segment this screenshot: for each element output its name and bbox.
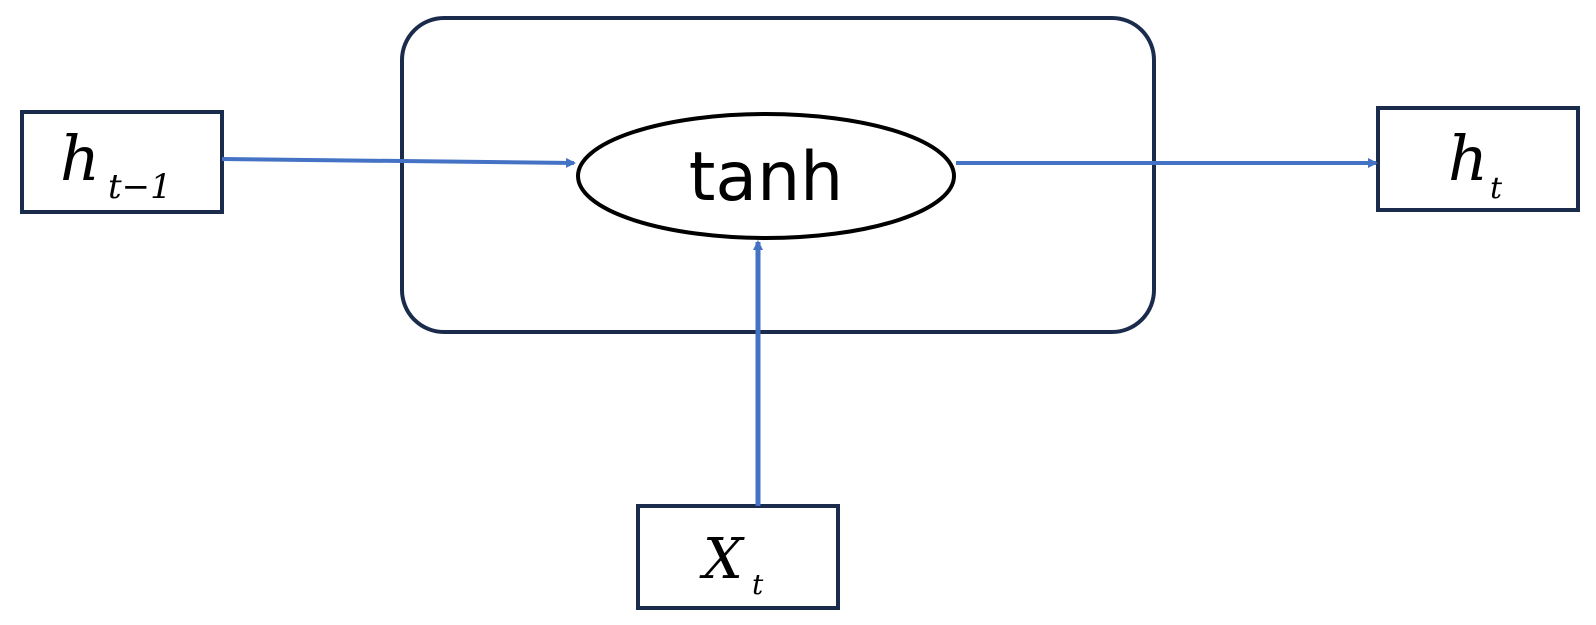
hidden-output-box: h t	[1376, 106, 1580, 212]
hidden-output-subscript: t	[1490, 171, 1503, 206]
current-input-subscript: t	[752, 568, 764, 601]
tanh-node: tanh	[576, 112, 956, 240]
rnn-cell-container	[400, 16, 1156, 334]
current-input-box: X t	[636, 504, 840, 610]
arrow-prev-hidden-to-tanh	[221, 157, 576, 168]
prev-hidden-box: h t−1	[20, 110, 224, 214]
current-input-symbol: X	[699, 527, 745, 592]
prev-hidden-symbol: h	[60, 122, 100, 195]
tanh-label: tanh	[689, 138, 844, 217]
prev-hidden-subscript: t−1	[108, 167, 172, 207]
hidden-output-symbol: h	[1448, 122, 1488, 195]
